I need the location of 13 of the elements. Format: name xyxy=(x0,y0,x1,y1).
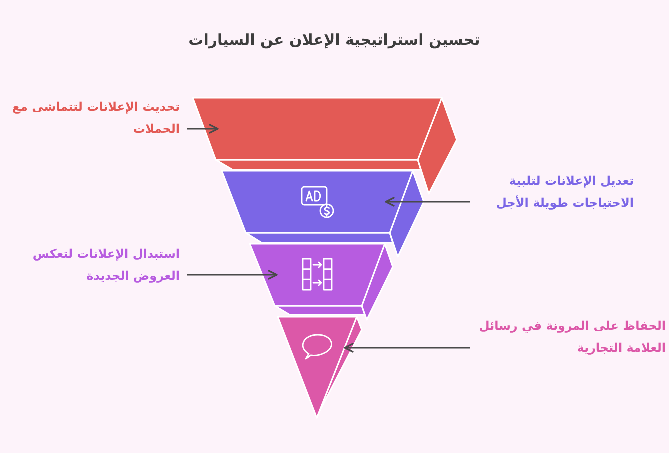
funnel-layer xyxy=(249,243,394,321)
step-text: الحفاظ على المرونة في رسائل العلامة التجارية xyxy=(474,315,666,359)
arrow xyxy=(385,197,470,207)
arrow xyxy=(187,124,219,134)
funnel-layer xyxy=(277,316,363,419)
arrow xyxy=(187,270,278,280)
step-text: تعديل الإعلانات لتلبية الاحتياجات طويلة الأجل xyxy=(476,170,634,214)
arrow xyxy=(344,343,470,353)
funnel-layer xyxy=(221,170,425,258)
title: تحسين استراتيجية الإعلان عن السيارات xyxy=(188,30,482,51)
step-text: استبدال الإعلانات لتعكس العروض الجديدة xyxy=(18,243,180,287)
step-text: تحديث الإعلانات لتتماشى مع الحملات xyxy=(0,96,180,140)
funnel-layer xyxy=(192,97,458,195)
